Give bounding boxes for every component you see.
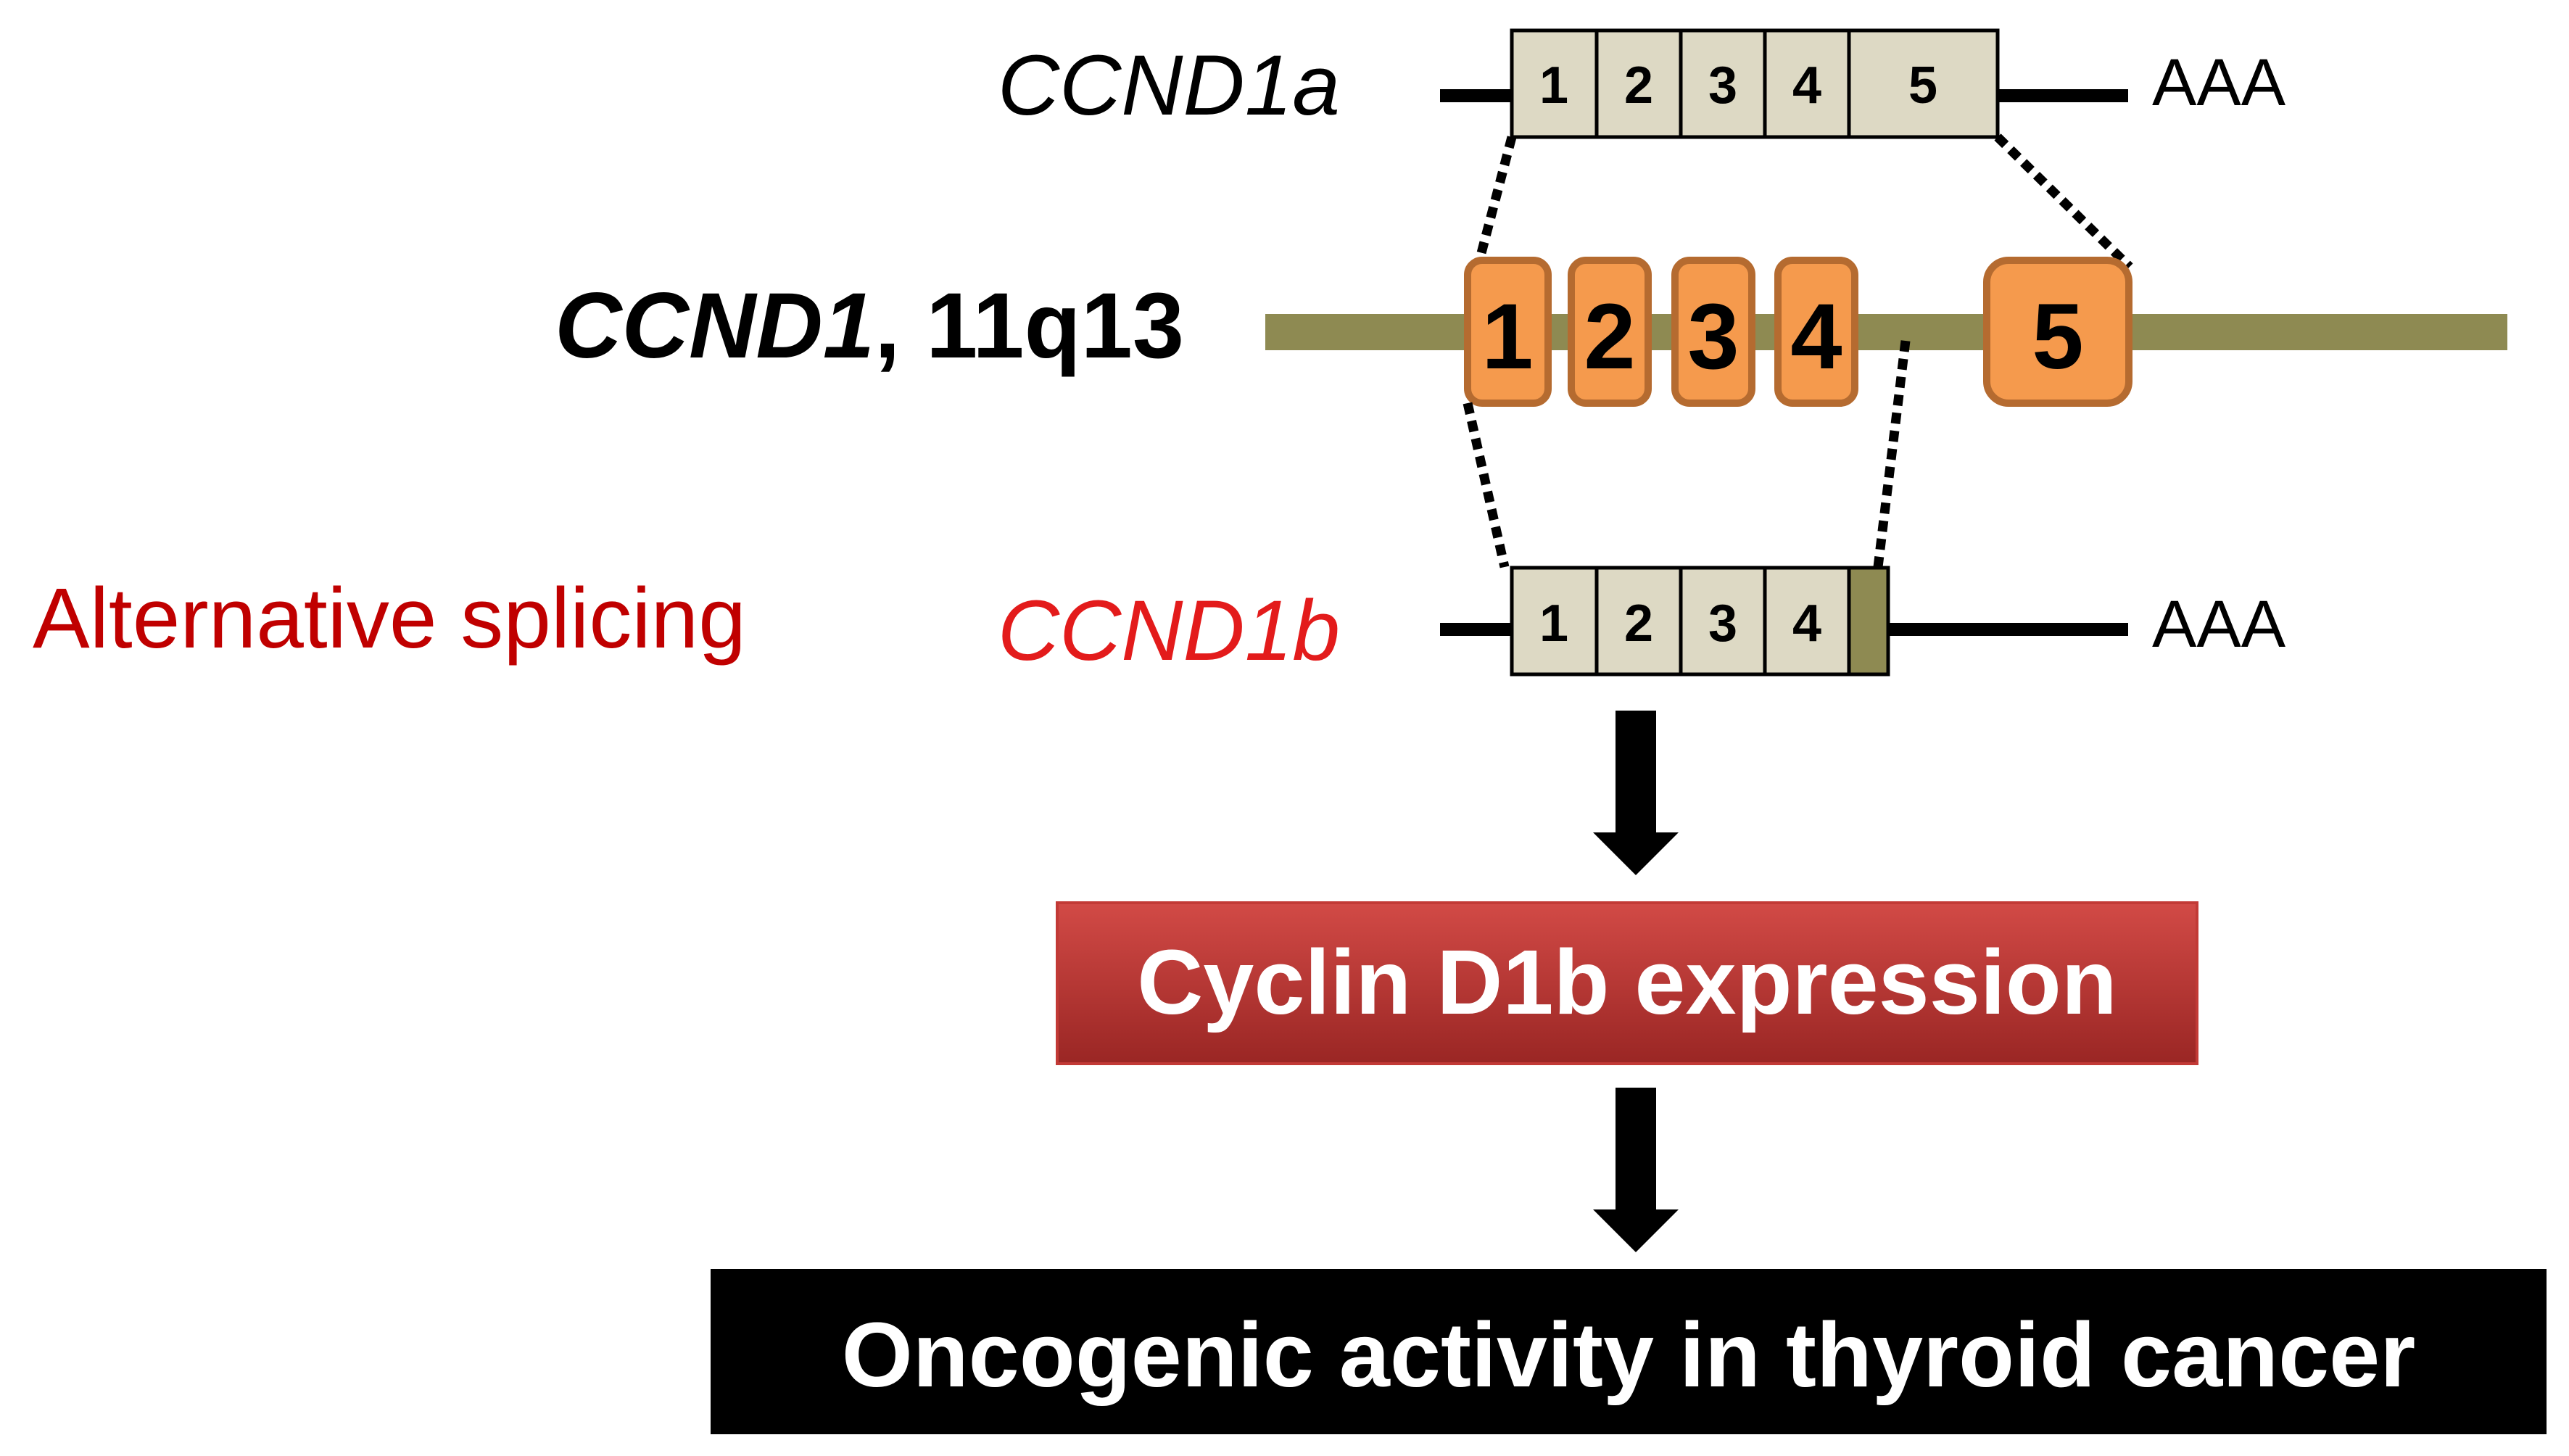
activity-box	[711, 1269, 2547, 1434]
ccnd1b-exon-3-number: 3	[1708, 595, 1737, 653]
ccnd1a-exon-5	[1847, 28, 2000, 139]
arrow-down-1	[1593, 711, 1679, 875]
ccnd1b-exon-3	[1679, 566, 1767, 677]
genomic-exon-2	[1568, 257, 1652, 407]
arrow-down-1-shaft	[1616, 711, 1656, 834]
connector-b-right	[1873, 340, 1911, 568]
ccnd1a-polya-label: AAA	[2152, 46, 2286, 120]
ccnd1b-exon-4-number: 4	[1792, 595, 1821, 653]
expression-box-text: Cyclin D1b expression	[1137, 931, 2117, 1033]
ccnd1b-label: CCND1b	[998, 583, 1340, 679]
genomic-exon-1-number: 1	[1481, 285, 1533, 389]
gene-locus: , 11q13	[874, 274, 1184, 378]
genomic-exon-4-number: 4	[1790, 285, 1842, 389]
genomic-exon-2-number: 2	[1584, 285, 1635, 389]
arrow-down-2-head	[1593, 1209, 1679, 1252]
gene-line	[1265, 314, 2507, 350]
ccnd1b-exons: 1 2 3 4	[1510, 566, 1890, 677]
alternative-splicing-label: Alternative splicing	[33, 571, 746, 666]
genomic-exon-3	[1671, 257, 1755, 407]
ccnd1b-exon-1-number: 1	[1539, 595, 1568, 653]
connector-a-right	[1994, 133, 2133, 270]
arrow-down-1-head	[1593, 832, 1679, 875]
ccnd1b-polya-label: AAA	[2152, 587, 2286, 661]
ccnd1b-exon-2-number: 2	[1624, 595, 1653, 653]
ccnd1a-exon-4	[1763, 28, 1851, 139]
genomic-exon-4	[1774, 257, 1858, 407]
ccnd1b-exon-4	[1763, 566, 1851, 677]
ccnd1a-exon-3	[1679, 28, 1767, 139]
arrow-down-2	[1593, 1088, 1679, 1252]
ccnd1a-label: CCND1a	[998, 38, 1340, 133]
ccnd1a-exons: 1 2 3 4 5	[1510, 28, 2000, 139]
ccnd1b-intron-retention	[1847, 566, 1890, 677]
activity-box-text: Oncogenic activity in thyroid cancer	[842, 1304, 2416, 1406]
ccnd1a-exon-1-number: 1	[1539, 57, 1568, 115]
genomic-exon-1	[1464, 257, 1552, 407]
connector-a-left	[1473, 136, 1517, 268]
genomic-exons: 1 2 3 4 5	[1464, 257, 2132, 407]
gene-title: CCND1, 11q13	[555, 274, 1184, 378]
connector-b-left	[1463, 402, 1510, 568]
gene-name: CCND1	[555, 274, 874, 378]
genomic-exon-5	[1983, 257, 2132, 407]
ccnd1a-exon-4-number: 4	[1792, 57, 1821, 115]
arrow-down-2-shaft	[1616, 1088, 1656, 1211]
ccnd1a-exon-2-number: 2	[1624, 57, 1653, 115]
ccnd1b-exon-1	[1510, 566, 1599, 677]
ccnd1b-exon-2	[1594, 566, 1683, 677]
genomic-exon-5-number: 5	[2032, 285, 2083, 389]
ccnd1a-exon-5-number: 5	[1908, 57, 1937, 115]
ccnd1a-exon-3-number: 3	[1708, 57, 1737, 115]
expression-box	[1056, 901, 2198, 1065]
genomic-exon-3-number: 3	[1687, 285, 1739, 389]
